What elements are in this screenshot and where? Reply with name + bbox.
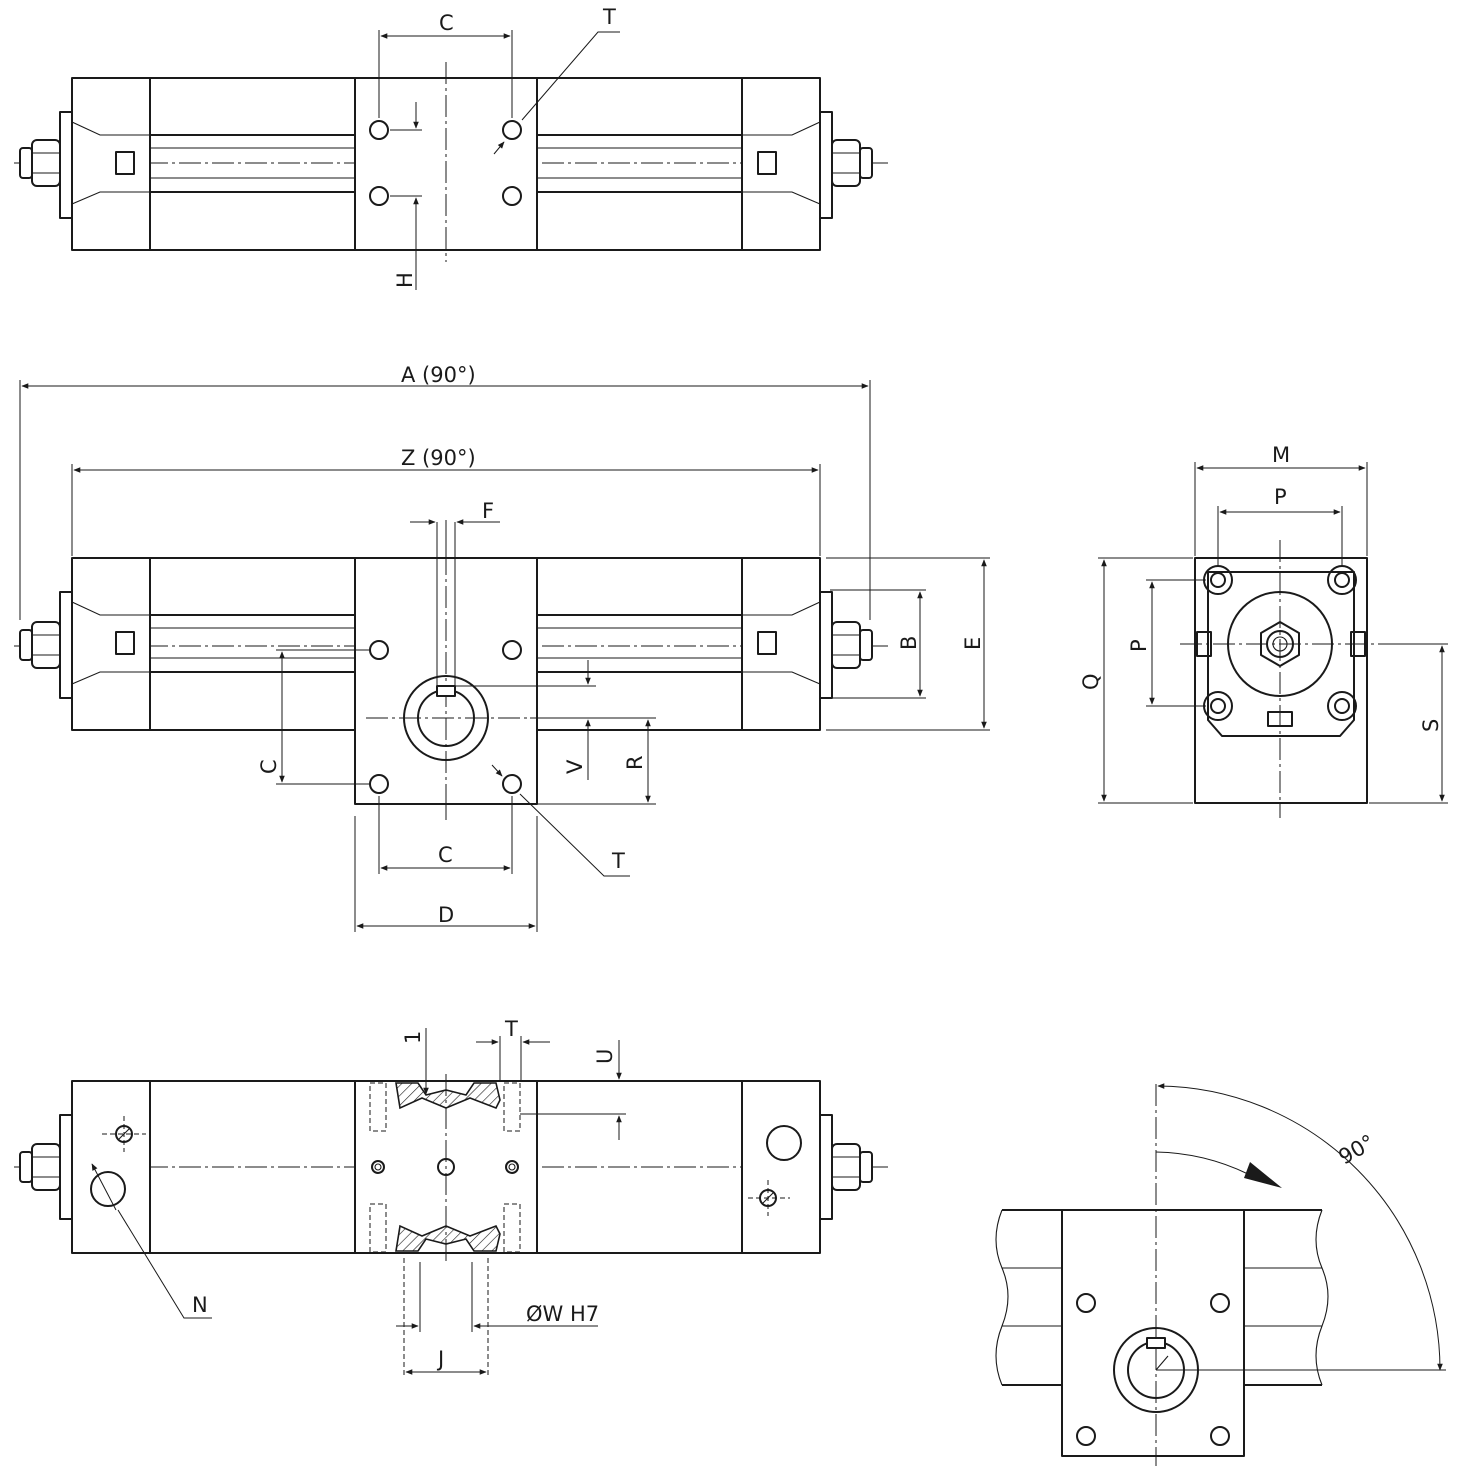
q-label: Q: [1079, 673, 1103, 690]
side-view: M P P Q S: [1079, 443, 1448, 818]
front-view: F A (90°) Z (90°) B E C V R: [14, 363, 990, 932]
one-label: 1: [401, 1031, 425, 1044]
n-label: N: [192, 1293, 208, 1317]
r-label: R: [623, 755, 647, 770]
d-label: D: [438, 903, 454, 927]
j-label: J: [436, 1347, 444, 1371]
bottom-t-label: T: [504, 1017, 518, 1041]
angle-label: 90°: [1335, 1130, 1379, 1169]
a-label: A (90°): [401, 363, 476, 387]
f-label: F: [482, 499, 494, 523]
m-label: M: [1272, 443, 1290, 467]
p-horizontal-label: P: [1274, 485, 1287, 509]
p-vertical-label: P: [1127, 639, 1151, 652]
bottom-view: N 1 T U ØW H7: [14, 1017, 888, 1376]
front-c-bottom-label: C: [438, 843, 453, 867]
b-label: B: [897, 636, 921, 650]
front-t-label: T: [611, 849, 625, 873]
top-view: C T H: [14, 5, 888, 290]
front-c-left-label: C: [257, 759, 281, 774]
top-c-label: C: [439, 11, 454, 35]
top-t-label: T: [602, 5, 616, 29]
u-label: U: [593, 1049, 617, 1064]
e-label: E: [961, 637, 985, 650]
w-label: ØW H7: [526, 1302, 599, 1326]
s-label: S: [1419, 719, 1443, 732]
top-h-label: H: [393, 272, 417, 288]
rotation-view: 90°: [995, 1083, 1446, 1466]
v-label: V: [563, 759, 587, 774]
z-label: Z (90°): [401, 446, 476, 470]
